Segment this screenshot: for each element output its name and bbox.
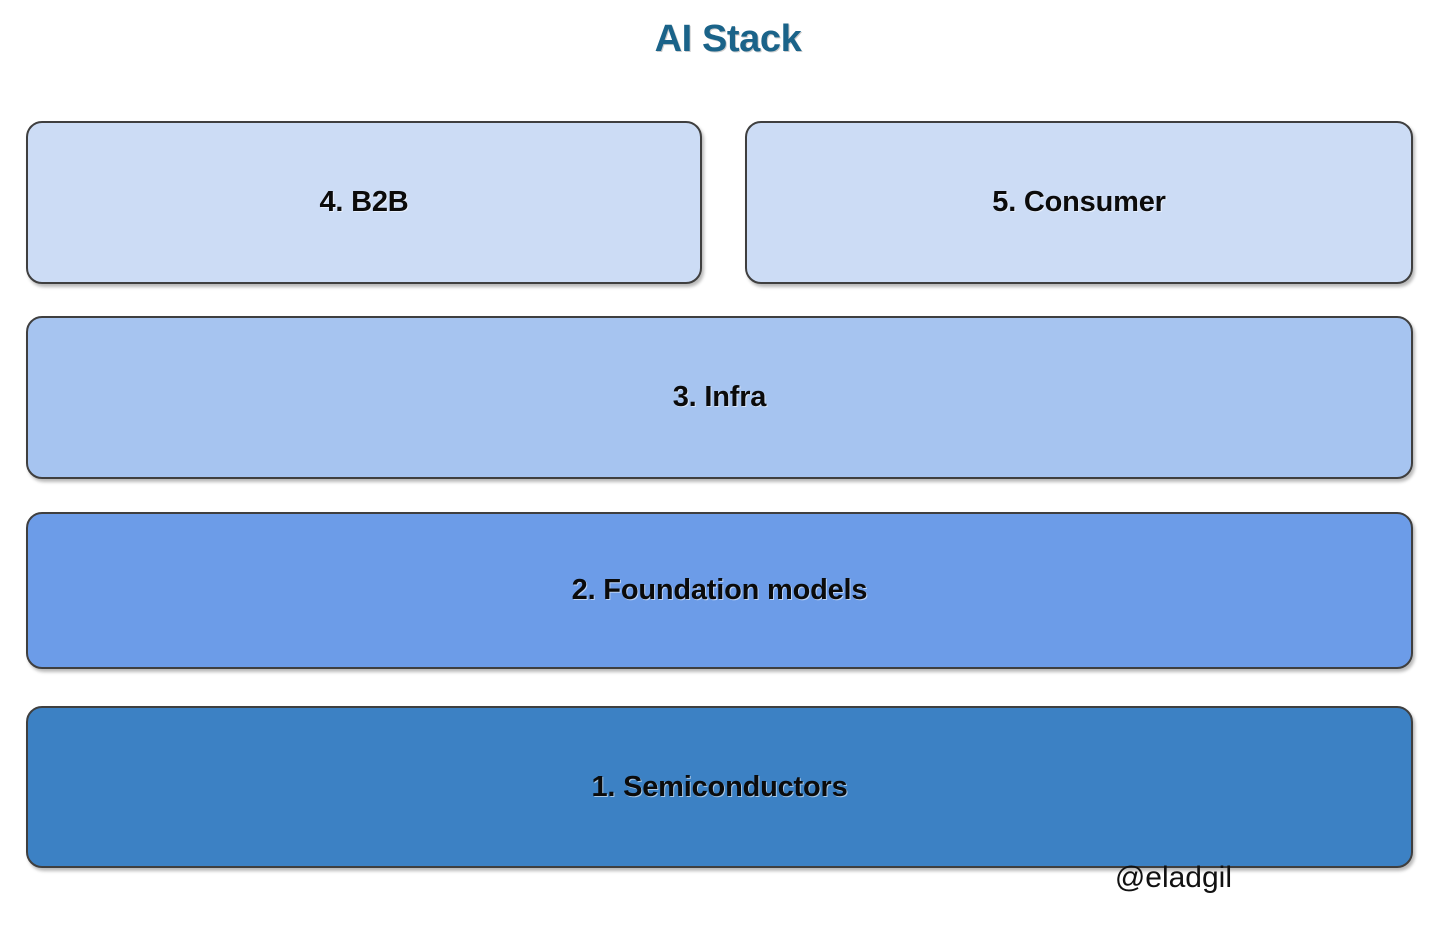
stack-layer-label-consumer: 5. Consumer	[992, 186, 1166, 218]
stack-layer-b2b: 4. B2B	[26, 121, 702, 284]
stack-layer-label-foundation-models: 2. Foundation models	[571, 574, 868, 606]
stack-layer-label-semiconductors: 1. Semiconductors	[591, 770, 848, 803]
stack-layer-semiconductors: 1. Semiconductors	[26, 706, 1413, 868]
stack-layer-label-b2b: 4. B2B	[319, 186, 409, 218]
stack-layer-consumer: 5. Consumer	[745, 121, 1413, 284]
attribution-handle: @eladgil	[1114, 861, 1232, 894]
stack-layer-infra: 3. Infra	[26, 316, 1413, 479]
stack-layer-foundation-models: 2. Foundation models	[26, 512, 1413, 669]
page-title: AI Stack	[654, 18, 802, 60]
stack-layer-label-infra: 3. Infra	[672, 381, 767, 413]
